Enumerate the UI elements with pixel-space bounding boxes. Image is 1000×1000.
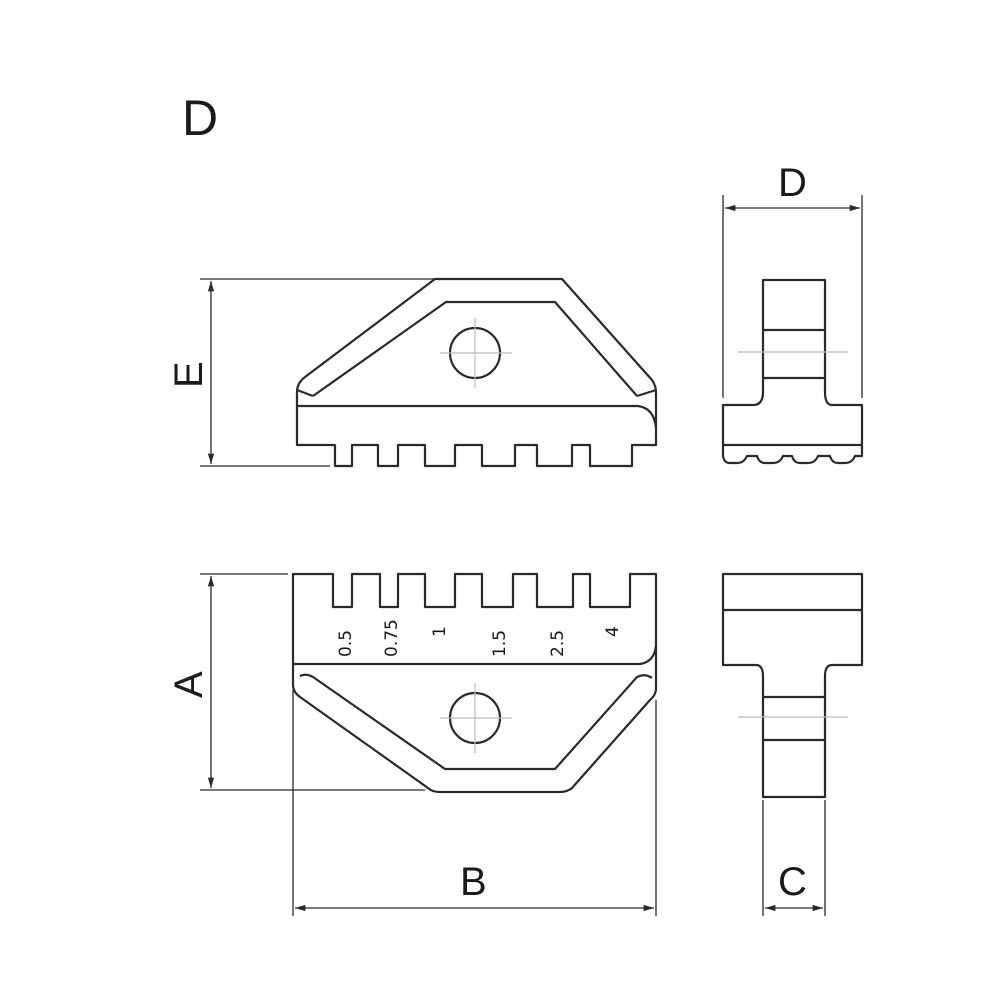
wire-size-label: 1 xyxy=(430,626,450,637)
dimension-c: C xyxy=(762,800,826,916)
dimension-b-label: B xyxy=(460,860,487,904)
drawing-title: D xyxy=(182,90,218,146)
wire-size-labels: 0.5 0.75 1 1.5 2.5 4 xyxy=(336,619,623,657)
upper-die-side-view xyxy=(721,278,864,465)
wire-size-label: 0.5 xyxy=(336,630,356,657)
dimension-b: B xyxy=(292,690,657,916)
lower-die-side-view xyxy=(721,572,864,799)
wire-size-label: 2.5 xyxy=(548,630,568,657)
wire-size-label: 1.5 xyxy=(490,630,510,657)
dimension-d-label: D xyxy=(778,161,807,205)
dimension-a-label: A xyxy=(167,671,211,698)
dimension-e-label: E xyxy=(167,361,211,388)
upper-die-front-view xyxy=(295,277,658,468)
lower-die-front-view: 0.5 0.75 1 1.5 2.5 4 xyxy=(291,572,658,794)
dimension-e: E xyxy=(167,278,435,467)
dimension-d: D xyxy=(722,161,863,398)
dimension-c-label: C xyxy=(778,860,807,904)
wire-size-label: 0.75 xyxy=(382,619,402,657)
wire-size-label: 4 xyxy=(603,626,623,637)
dimension-a: A xyxy=(167,573,425,791)
